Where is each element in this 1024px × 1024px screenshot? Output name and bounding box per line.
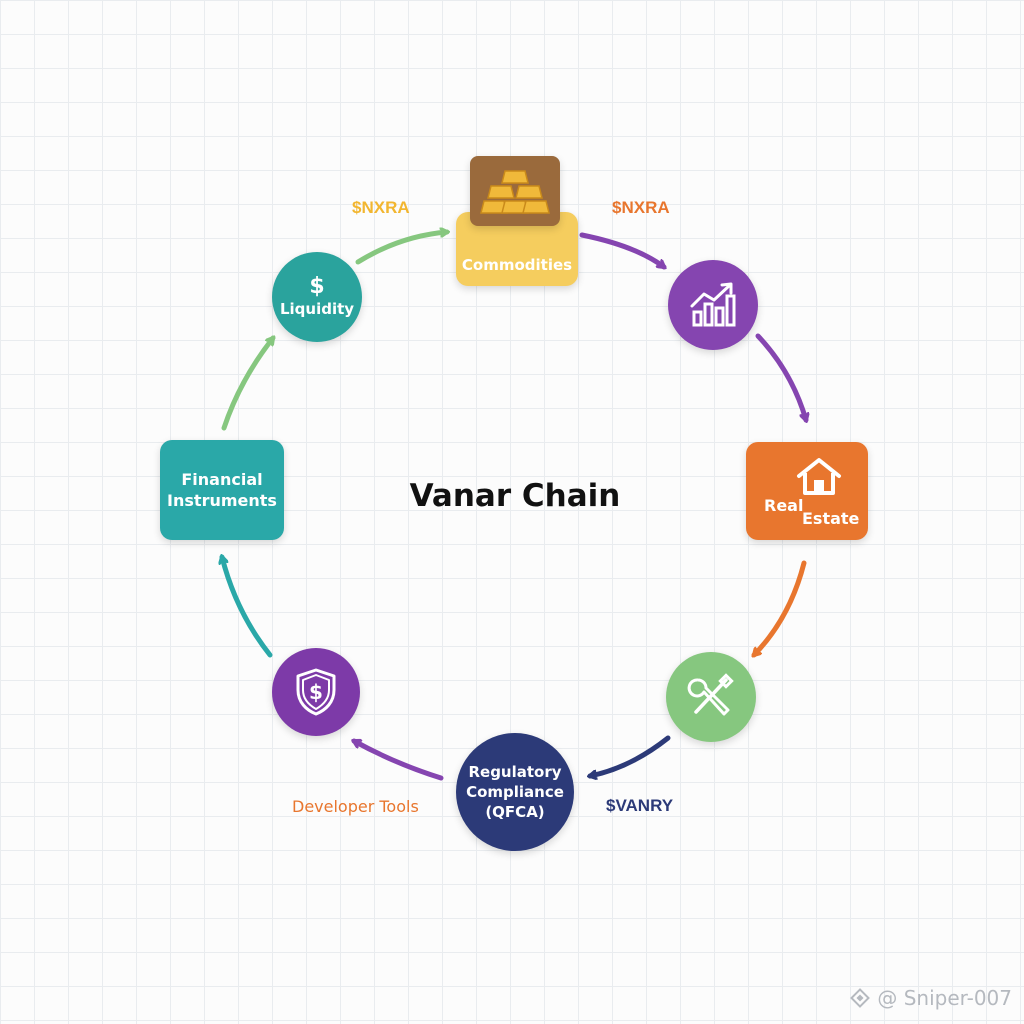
liquidity-label: Liquidity <box>279 299 355 318</box>
arrow-shield-to-financial <box>222 557 273 658</box>
bar-chart-growth-icon <box>690 282 736 327</box>
dollar-icon: $ <box>309 273 325 299</box>
token-label-bottom-right: $VANRY <box>606 796 674 815</box>
svg-text:$: $ <box>309 680 323 704</box>
liquidity-node: $ Liquidity <box>272 252 362 342</box>
arrow-regulatory-to-shield <box>354 738 444 781</box>
shield-node: $ <box>272 648 360 736</box>
arrow-tools-to-regulatory <box>590 735 671 776</box>
diagram-title: Vanar Chain <box>409 478 621 514</box>
arrow-growth-to-realestate <box>755 333 806 420</box>
real-estate-node: Real Estate <box>746 442 868 540</box>
regulatory-node: Regulatory Compliance (QFCA) <box>456 733 574 851</box>
commodities-label: Commodities <box>461 256 573 274</box>
financial-instruments-node: Financial Instruments <box>160 440 284 540</box>
growth-node <box>668 260 758 350</box>
house-icon <box>797 458 841 495</box>
shield-dollar-icon: $ <box>296 668 336 716</box>
token-label-top-right: $NXRA <box>612 198 670 217</box>
watermark: @ Sniper-007 <box>849 986 1012 1010</box>
token-label-bottom-left: Developer Tools <box>292 797 419 816</box>
regulatory-label: Regulatory Compliance (QFCA) <box>466 763 564 821</box>
arrow-financial-to-liquidity <box>221 338 276 431</box>
token-label-top-left: $NXRA <box>352 198 410 217</box>
watermark-text: @ Sniper-007 <box>877 986 1012 1010</box>
real-estate-label-2: Estate <box>802 509 860 528</box>
wrench-screwdriver-icon <box>687 673 734 716</box>
real-estate-label-1: Real <box>764 496 804 515</box>
arrow-realestate-to-tools <box>754 560 807 655</box>
tools-node <box>666 652 756 742</box>
gold-bars-icon <box>470 156 560 226</box>
diamond-logo-icon <box>850 988 871 1008</box>
arrow-commodities-to-growth <box>579 232 664 270</box>
arrow-liquidity-to-commodities <box>355 232 447 265</box>
financial-instruments-label: Financial Instruments <box>167 470 277 510</box>
